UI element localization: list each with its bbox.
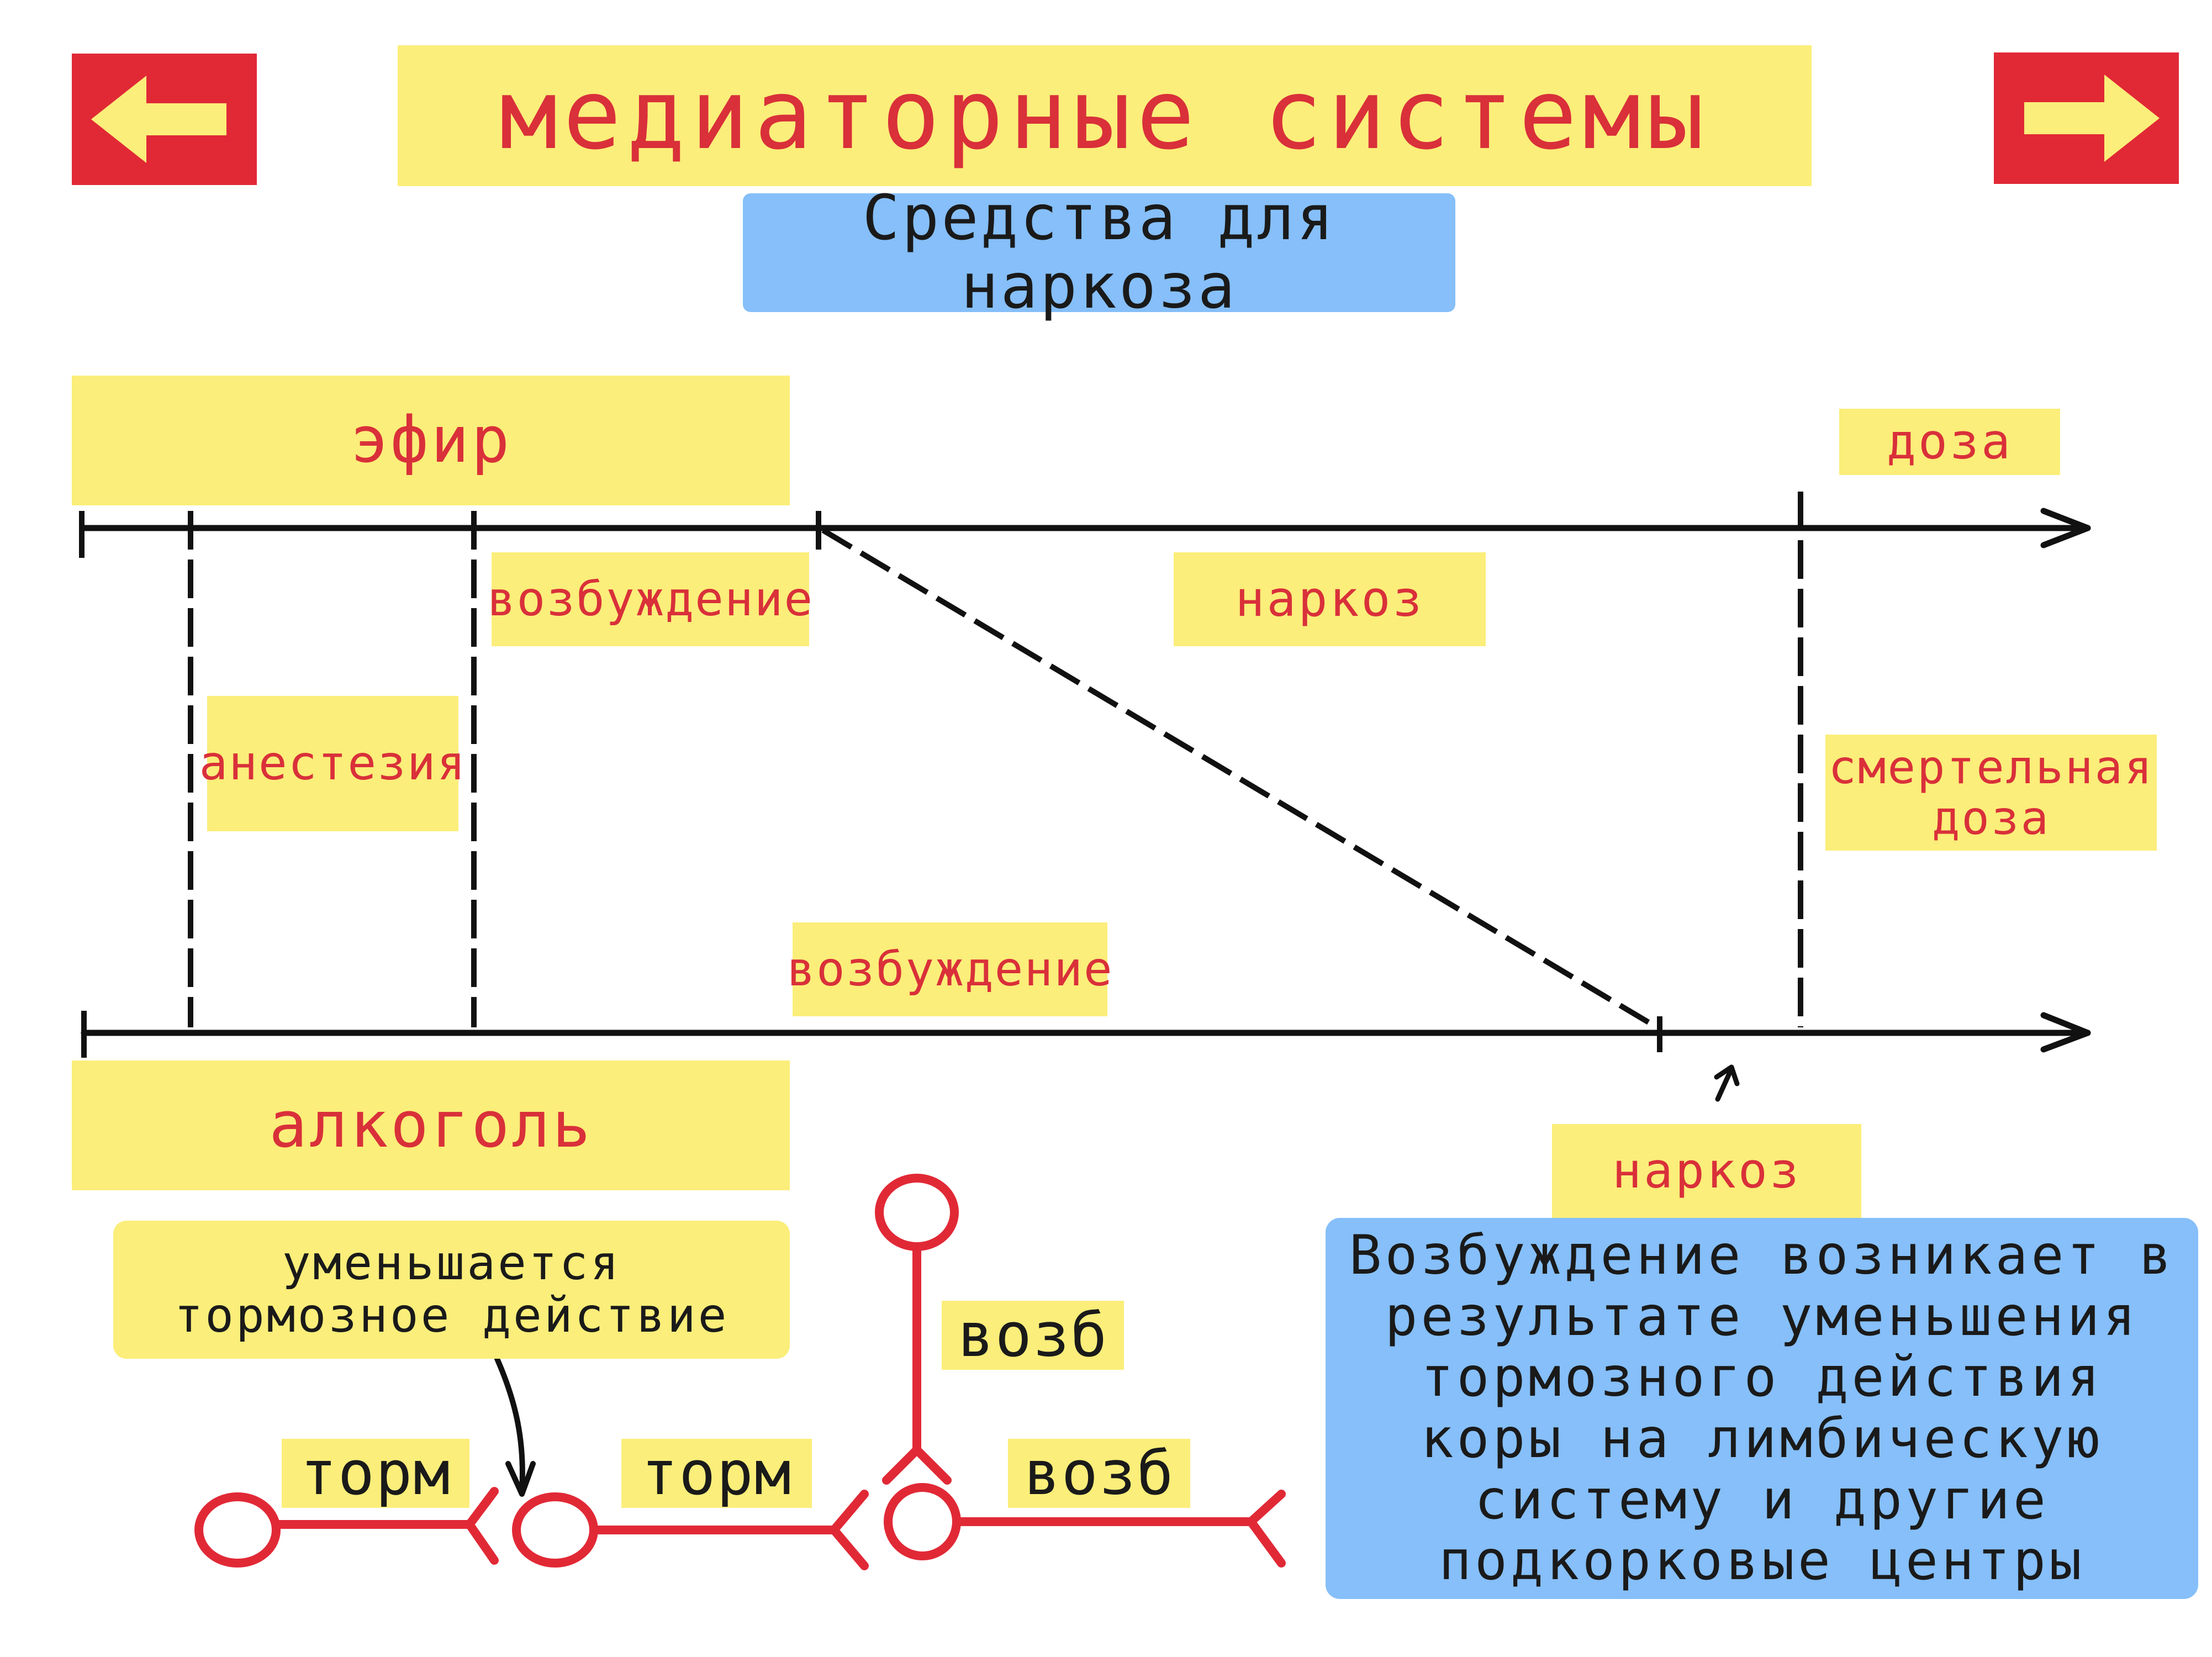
inhibition-note: уменьшается тормозное действие [113, 1221, 790, 1359]
arrow-right-icon [2024, 75, 2160, 162]
neuron-body-4 [875, 1174, 959, 1251]
synapse-1 [465, 1487, 499, 1565]
bottom-narcosis-label: наркоз [1552, 1124, 1861, 1218]
top-axis-label: эфир [72, 376, 790, 505]
top-narcosis-label: наркоз [1174, 552, 1486, 646]
arrow-left-icon [91, 76, 226, 163]
anesthesia-label: анестезия [199, 696, 466, 831]
bottom-axis-label: алкоголь [72, 1060, 790, 1190]
page-subtitle: Средства для наркоза [743, 184, 1455, 320]
synapse-label-excitatory-1: возб [942, 1301, 1124, 1370]
synapse-label-excitatory-2: возб [1008, 1439, 1190, 1508]
note-pointer-arrow [494, 1356, 525, 1494]
neuron-body-3 [884, 1483, 961, 1560]
bottom-axis-arrowhead [2040, 1012, 2091, 1053]
dose-axis-unit: доза [1839, 409, 2060, 475]
narcosis-pointer-arrowhead [1714, 1064, 1740, 1086]
bottom-excitation-label: возбуждение [786, 922, 1112, 1016]
synapse-label-inhibitory-1: торм [282, 1439, 469, 1508]
synapse-label-inhibitory-2: торм [621, 1439, 812, 1508]
narcosis-shift-line [821, 527, 1659, 1030]
explanation-note: Возбуждение возникает в результате умень… [1326, 1218, 2198, 1599]
next-button[interactable] [1994, 52, 2179, 184]
synapse-3 [1247, 1490, 1286, 1568]
lethal-dose-label: смертельная доза [1825, 735, 2157, 851]
synapse-2 [830, 1490, 869, 1570]
neuron-chain [194, 1174, 1286, 1570]
neuron-body-2 [512, 1492, 598, 1568]
note-pointer-arrowhead [505, 1461, 536, 1497]
neuron-body-1 [194, 1492, 281, 1568]
top-axis-arrowhead [2040, 508, 2091, 548]
page-title: медиаторные системы [398, 45, 1812, 186]
narcosis-pointer-arrow [1715, 1066, 1734, 1102]
synapse-4 [882, 1445, 952, 1485]
top-excitation-label: возбуждение [487, 552, 812, 646]
prev-button[interactable] [72, 54, 257, 185]
